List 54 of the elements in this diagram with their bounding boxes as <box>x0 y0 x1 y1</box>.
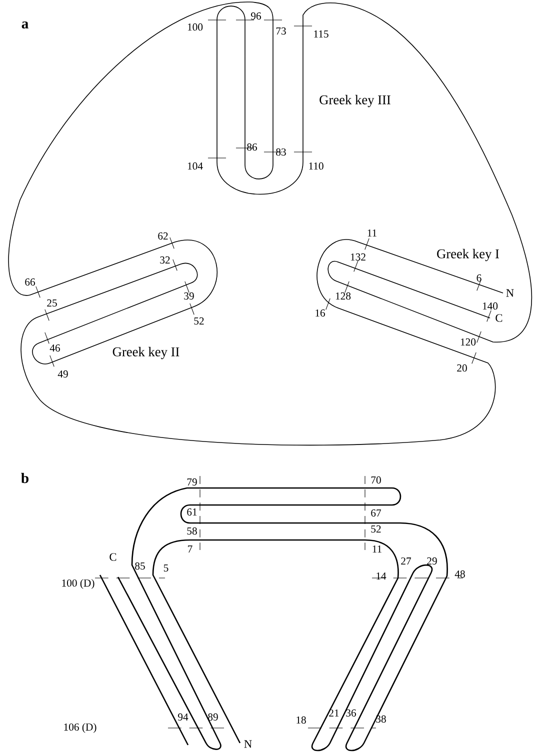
residue-number: 104 <box>188 162 203 170</box>
residue-number: 5 <box>164 564 168 572</box>
residue-number: 96 <box>251 12 262 20</box>
residue-number: 27 <box>401 557 411 565</box>
residue-number: 46 <box>50 344 60 352</box>
residue-number: 120 <box>460 338 476 346</box>
residue-number: 62 <box>158 232 168 240</box>
residue-number: 128 <box>336 292 351 300</box>
terminus-label: C <box>110 553 116 561</box>
residue-number: 29 <box>427 557 437 565</box>
residue-number: 58 <box>187 527 197 535</box>
residue-number: 16 <box>316 309 325 317</box>
domain-label: Greek key III <box>320 94 390 108</box>
domain-label: Greek key II <box>112 346 180 360</box>
residue-number: 132 <box>350 253 366 261</box>
residue-number: 52 <box>194 317 204 325</box>
residue-number: 18 <box>296 716 306 724</box>
residue-number: 67 <box>371 509 381 517</box>
residue-number: 106 (D) <box>64 723 96 733</box>
residue-number: 20 <box>457 364 467 372</box>
panel-label: b <box>21 472 28 484</box>
residue-number: 94 <box>178 713 188 721</box>
residue-number: 110 <box>309 162 324 170</box>
residue-number: 52 <box>371 525 381 533</box>
residue-number: 25 <box>47 299 57 307</box>
terminus-label: N <box>506 289 514 297</box>
residue-number: 66 <box>25 278 36 286</box>
residue-number: 100 (D) <box>62 579 94 589</box>
residue-number: 48 <box>454 570 465 578</box>
residue-number: 32 <box>160 256 170 264</box>
terminus-label: N <box>244 740 252 748</box>
residue-number: 70 <box>371 476 381 484</box>
residue-number: 7 <box>188 546 192 552</box>
residue-number: 49 <box>58 370 68 378</box>
residue-number: 140 <box>482 302 498 310</box>
residue-number: 39 <box>184 292 194 300</box>
residue-number: 14 <box>376 572 386 580</box>
residue-number: 79 <box>187 478 197 486</box>
residue-number: 11 <box>368 229 376 237</box>
residue-number: 11 <box>372 545 382 553</box>
domain-label: Greek key I <box>437 248 499 262</box>
residue-number: 36 <box>346 709 356 717</box>
residue-number: 73 <box>276 27 286 35</box>
residue-number: 115 <box>314 30 328 38</box>
residue-number: 38 <box>376 715 386 723</box>
residue-number: 100 <box>188 23 203 31</box>
panel-label: a <box>22 22 28 29</box>
residue-number: 89 <box>208 713 218 721</box>
residue-number: 61 <box>187 508 197 516</box>
residue-number: 86 <box>247 143 258 151</box>
residue-number: 6 <box>476 274 482 282</box>
residue-number: 85 <box>135 562 145 570</box>
terminus-label: C <box>496 314 502 322</box>
residue-number: 83 <box>276 148 286 156</box>
